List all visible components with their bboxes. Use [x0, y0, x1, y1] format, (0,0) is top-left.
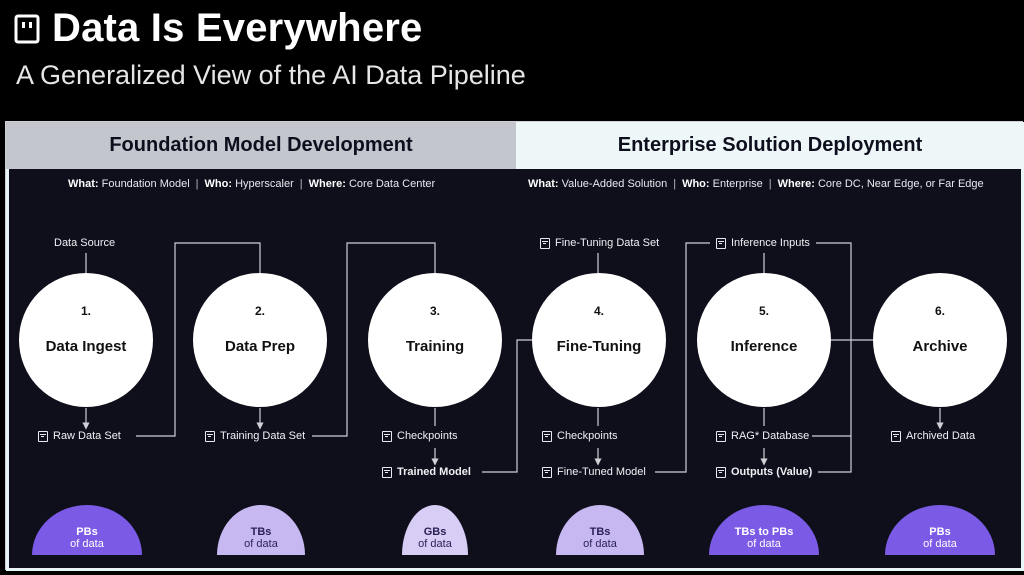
stage-name: Data Ingest — [45, 337, 127, 355]
stage-archive: 6. Archive — [873, 273, 1007, 407]
section-header-enterprise: Enterprise Solution Deployment — [516, 122, 1024, 169]
volume-amount: PBs — [76, 526, 98, 538]
stage-fine-tuning: 4. Fine-Tuning — [532, 273, 666, 407]
stage-inference: 5. Inference — [697, 273, 831, 407]
logo-icon — [14, 14, 40, 43]
stage-number: 2. — [254, 303, 265, 318]
label-archived-data: Archived Data — [891, 430, 975, 442]
stage-name: Training — [405, 337, 465, 355]
volume-suffix: of data — [244, 538, 278, 550]
volume-suffix: of data — [418, 538, 452, 550]
connector-feedback-loop — [816, 242, 852, 473]
meta-who-label: Who: — [682, 178, 710, 190]
meta-where-label: Where: — [308, 178, 346, 190]
meta-enterprise: What: Value-Added Solution|Who: Enterpri… — [528, 178, 984, 190]
volume-amount: GBs — [423, 526, 447, 538]
document-icon — [542, 466, 552, 478]
meta-who-label: Who: — [204, 178, 233, 190]
connector-model-to-finetune — [482, 339, 534, 473]
volume-suffix: of data — [70, 538, 104, 550]
connector-ftmodel-to-inference — [655, 242, 710, 473]
stage-number: 1. — [80, 303, 91, 318]
document-icon — [716, 237, 726, 249]
document-icon — [542, 430, 552, 442]
label-rag-database: RAG* Database — [716, 430, 809, 442]
stage-name: Archive — [912, 337, 968, 355]
stage-name: Inference — [730, 337, 798, 355]
section-header-foundation: Foundation Model Development — [6, 122, 516, 169]
volume-suffix: of data — [747, 538, 781, 550]
label-data-source: Data Source — [54, 237, 116, 249]
stage-name: Data Prep — [224, 337, 296, 355]
meta-where: Core Data Center — [348, 178, 436, 190]
stage-training: 3. Training — [368, 273, 502, 407]
stage-name: Fine-Tuning — [556, 337, 642, 355]
volume-suffix: of data — [583, 538, 617, 550]
volume-amount: TBs — [589, 526, 611, 538]
stage-data-ingest: 1. Data Ingest — [19, 273, 153, 407]
document-icon — [716, 466, 726, 478]
document-icon — [382, 466, 392, 478]
label-fine-tuning-data-set: Fine-Tuning Data Set — [540, 237, 659, 249]
meta-what-label: What: — [528, 178, 559, 190]
stage-number: 3. — [429, 303, 440, 318]
page-subtitle: A Generalized View of the AI Data Pipeli… — [16, 60, 526, 90]
meta-what: Value-Added Solution — [561, 178, 668, 190]
document-icon — [716, 430, 726, 442]
meta-what-label: What: — [68, 178, 99, 190]
label-outputs-value: Outputs (Value) — [716, 466, 812, 478]
meta-who: Hyperscaler — [235, 178, 294, 190]
meta-what: Foundation Model — [101, 178, 190, 190]
document-icon — [540, 237, 550, 249]
volume-amount: TBs — [250, 526, 272, 538]
volume-amount: TBs to PBs — [734, 526, 794, 538]
document-icon — [205, 430, 215, 442]
label-trained-model: Trained Model — [382, 466, 471, 478]
title-row: Data Is Everywhere — [14, 6, 422, 51]
pipeline-body — [6, 169, 1024, 571]
pipeline-panel: Foundation Model Development Enterprise … — [5, 121, 1024, 571]
label-inference-inputs: Inference Inputs — [716, 237, 810, 249]
label-checkpoints-fine-tuning: Checkpoints — [542, 430, 618, 442]
volume-amount: PBs — [929, 526, 951, 538]
meta-where-label: Where: — [777, 178, 815, 190]
label-fine-tuned-model: Fine-Tuned Model — [542, 466, 646, 478]
volume-suffix: of data — [923, 538, 957, 550]
document-icon — [38, 430, 48, 442]
stage-number: 4. — [593, 303, 604, 318]
connector-raw-to-prep — [136, 242, 261, 437]
document-icon — [891, 430, 901, 442]
label-checkpoints-training: Checkpoints — [382, 430, 458, 442]
label-training-data-set: Training Data Set — [205, 430, 305, 442]
document-icon — [382, 430, 392, 442]
meta-where: Core DC, Near Edge, or Far Edge — [817, 178, 984, 190]
stage-data-prep: 2. Data Prep — [193, 273, 327, 407]
meta-foundation: What: Foundation Model|Who: Hyperscaler|… — [68, 178, 436, 190]
connector-training-set-to-training — [312, 242, 436, 437]
meta-who: Enterprise — [712, 178, 763, 190]
page-title: Data Is Everywhere — [52, 6, 423, 50]
stage-number: 6. — [934, 303, 945, 318]
stage-number: 5. — [758, 303, 769, 318]
label-raw-data-set: Raw Data Set — [38, 430, 121, 442]
